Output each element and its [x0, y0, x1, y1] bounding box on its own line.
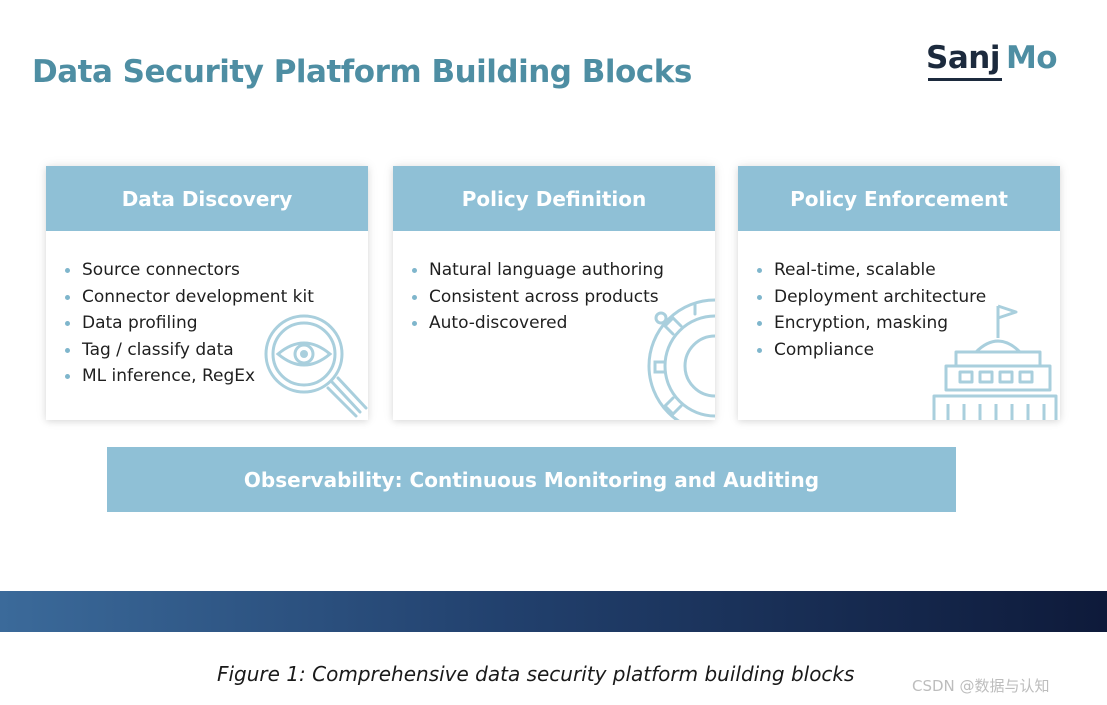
card-list: Natural language authoring Consistent ac…: [393, 231, 715, 337]
card-policy-enforcement: Policy Enforcement Real-time, scalable D…: [738, 166, 1060, 420]
list-item: Tag / classify data: [65, 337, 368, 364]
card-list: Source connectors Connector development …: [46, 231, 368, 390]
gear-icon: [647, 298, 715, 420]
government-building-icon: [932, 304, 1058, 420]
logo-part-1: Sanj: [926, 40, 1000, 76]
list-item: Source connectors: [65, 257, 368, 284]
footer-band: [0, 591, 1107, 632]
list-item: Consistent across products: [412, 284, 715, 311]
list-item: Real-time, scalable: [757, 257, 1060, 284]
watermark: CSDN @数据与认知: [912, 677, 1050, 695]
card-list: Real-time, scalable Deployment architect…: [738, 231, 1060, 363]
list-item: Compliance: [757, 337, 1060, 364]
list-item: Encryption, masking: [757, 310, 1060, 337]
observability-bar: Observability: Continuous Monitoring and…: [107, 447, 956, 512]
card-header: Policy Enforcement: [738, 166, 1060, 231]
list-item: Connector development kit: [65, 284, 368, 311]
list-item: Data profiling: [65, 310, 368, 337]
card-policy-definition: Policy Definition Natural language autho…: [393, 166, 715, 420]
card-data-discovery: Data Discovery Source connectors Connect…: [46, 166, 368, 420]
list-item: Auto-discovered: [412, 310, 715, 337]
list-item: Natural language authoring: [412, 257, 715, 284]
logo-underline: [928, 78, 1002, 81]
list-item: Deployment architecture: [757, 284, 1060, 311]
magnifier-eye-icon: [264, 314, 368, 418]
figure-caption: Figure 1: Comprehensive data security pl…: [217, 662, 855, 686]
card-header: Data Discovery: [46, 166, 368, 231]
slide-title: Data Security Platform Building Blocks: [32, 54, 692, 90]
card-header: Policy Definition: [393, 166, 715, 231]
logo-part-2: Mo: [1005, 40, 1058, 76]
list-item: ML inference, RegEx: [65, 363, 368, 390]
